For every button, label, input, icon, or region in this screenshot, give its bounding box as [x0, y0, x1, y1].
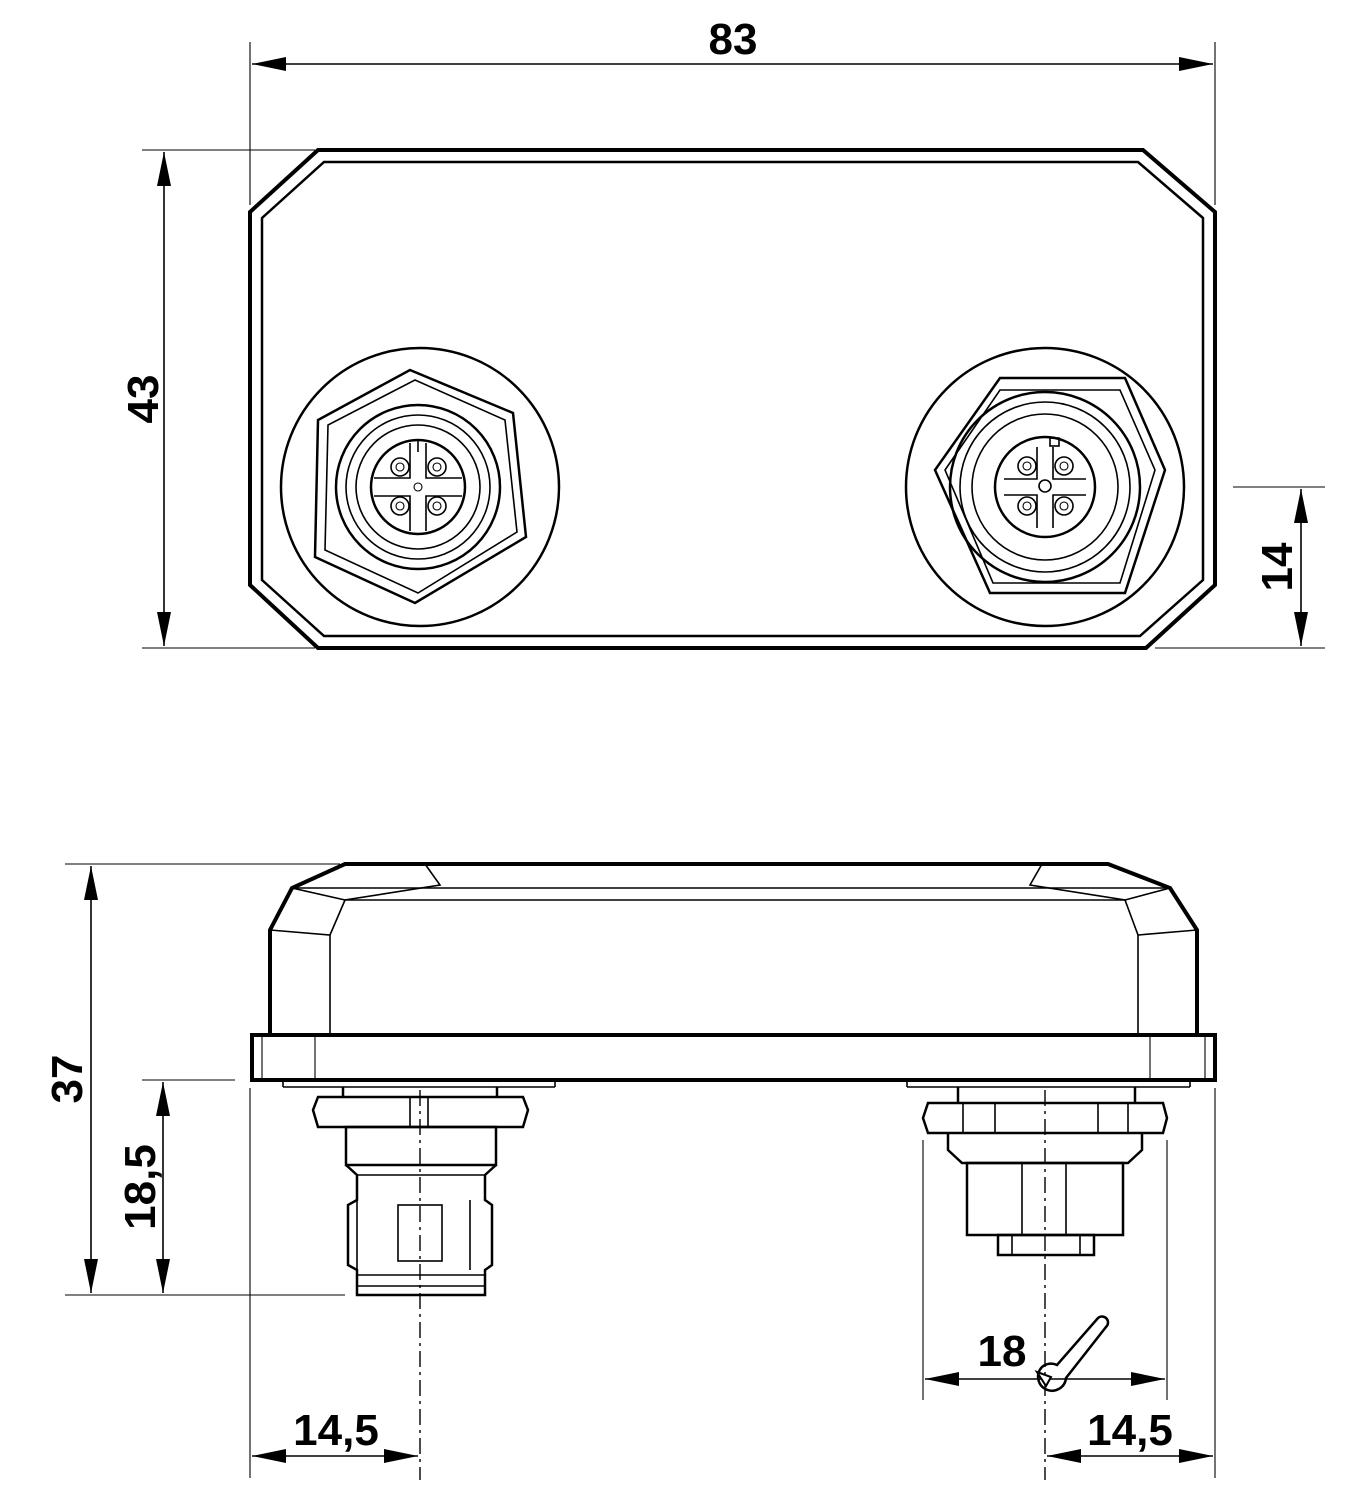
housing-outline-outer	[248, 148, 1217, 650]
dimension-connector-length: 18,5	[116, 1079, 235, 1293]
top-view: 83 43 14	[119, 15, 1325, 650]
dimension-label-43: 43	[119, 375, 168, 424]
housing-outline-inner	[260, 160, 1205, 638]
dimension-label-18-5: 18,5	[116, 1144, 165, 1230]
dimension-label-37: 37	[43, 1055, 92, 1104]
side-view: 37 18,5 18 14,5 1	[43, 862, 1217, 1480]
dimension-label-14: 14	[1253, 542, 1302, 591]
dimension-wrench-size: 18	[922, 1140, 1168, 1400]
dimension-overall-height-side: 37	[43, 863, 345, 1296]
side-base-plate	[250, 1033, 1217, 1082]
dimension-label-14-5-left: 14,5	[293, 1406, 379, 1455]
left-connector-side	[311, 1087, 530, 1297]
wrench-icon	[1034, 1315, 1110, 1392]
dimension-label-18: 18	[978, 1327, 1027, 1376]
side-housing-outline	[268, 862, 1199, 1035]
dimension-overall-width: 83	[249, 15, 1216, 205]
dimension-left-connector-offset: 14,5	[249, 1088, 418, 1478]
dimension-label-83: 83	[709, 15, 758, 64]
dimension-overall-height-top: 43	[119, 149, 315, 649]
left-connector-top	[279, 346, 561, 628]
dimension-connector-offset: 14	[1155, 486, 1325, 649]
right-connector-top	[904, 346, 1186, 628]
dimension-label-14-5-right: 14,5	[1087, 1406, 1173, 1455]
dimension-right-connector-offset: 14,5	[1047, 1088, 1216, 1478]
